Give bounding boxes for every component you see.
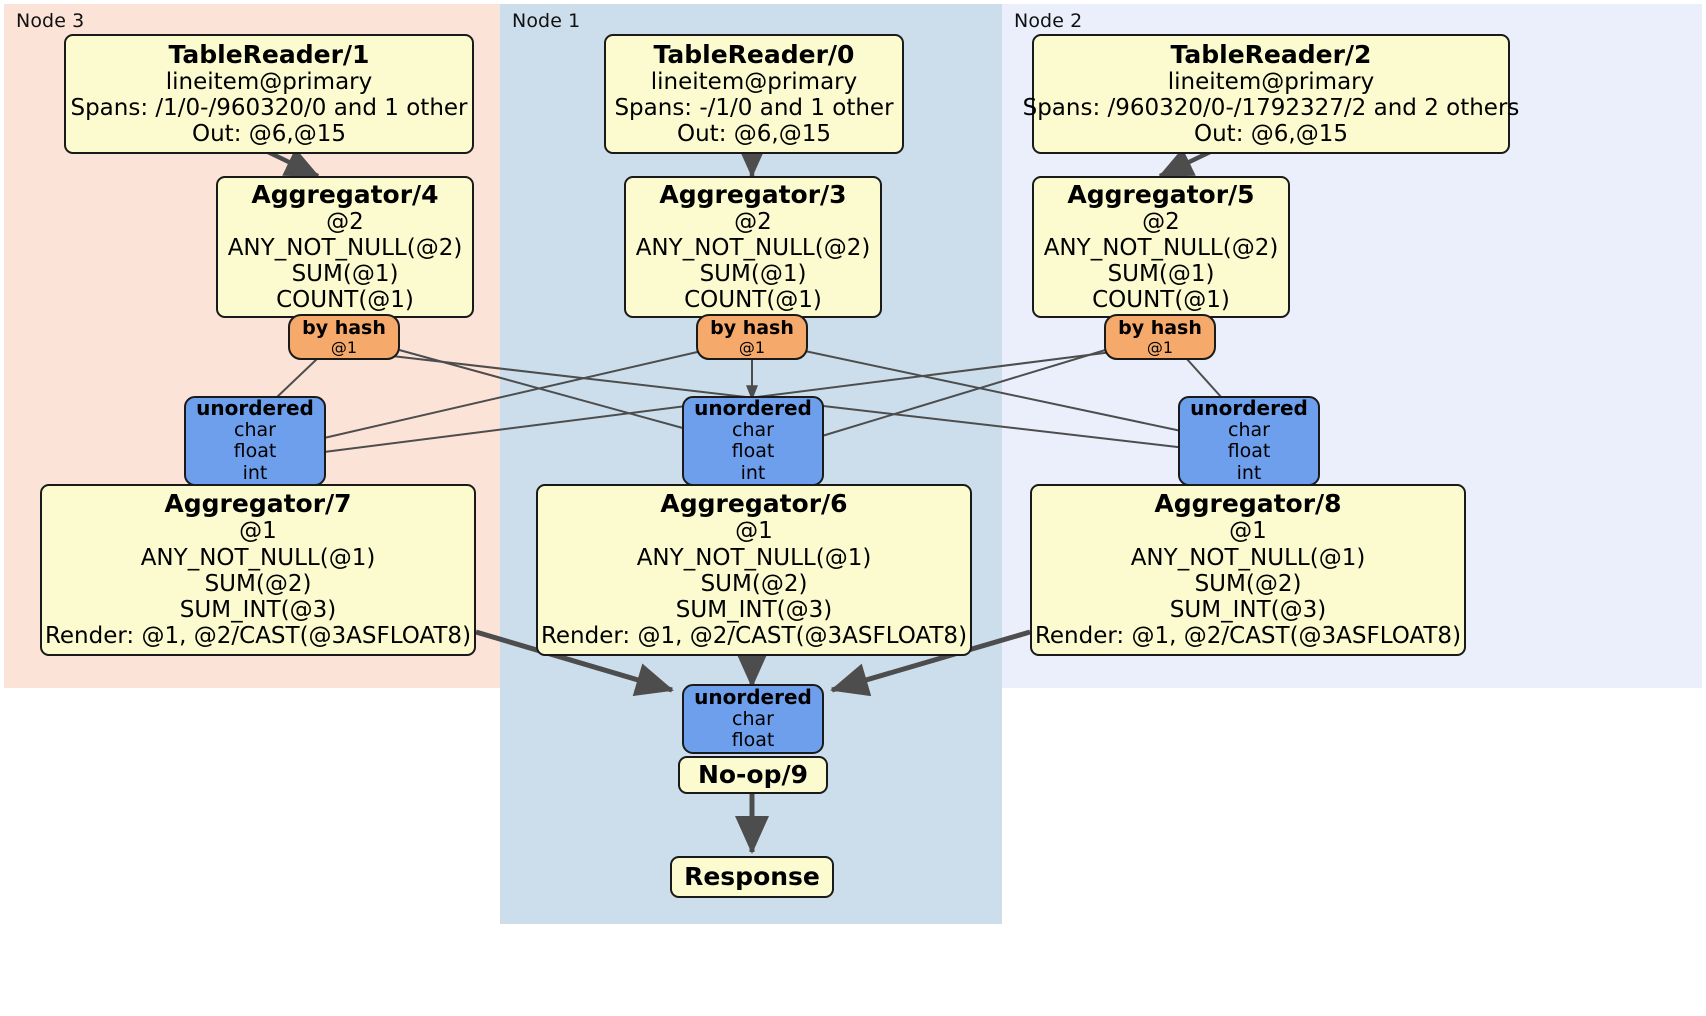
processor-detail: Render: @1, @2/CAST(@3ASFLOAT8) (44, 623, 472, 650)
processor-detail: SUM(@2) (1194, 570, 1302, 597)
processor-detail: @2 (734, 208, 772, 235)
processor-detail: @2 (1142, 208, 1180, 235)
synchronizer-title: unordered (694, 685, 812, 710)
processor-title: TableReader/1 (168, 39, 370, 69)
processor-tablereader-2[interactable]: TableReader/2 lineitem@primary Spans: /9… (1023, 34, 1519, 154)
synchronizer-detail: int (1236, 462, 1262, 485)
processor-detail: ANY_NOT_NULL(@2) (635, 234, 871, 261)
processor-detail: Spans: /960320/0-/1792327/2 and 2 others (1022, 94, 1520, 121)
processor-detail: SUM_INT(@3) (179, 597, 337, 624)
processor-title: TableReader/2 (1170, 39, 1372, 69)
processor-detail: Out: @6,@15 (192, 121, 346, 148)
processor-title: Aggregator/3 (659, 179, 847, 209)
synchronizer-detail: float (233, 440, 277, 463)
processor-detail: ANY_NOT_NULL(@2) (1043, 234, 1279, 261)
processor-detail: @2 (326, 208, 364, 235)
synchronizer-detail: int (242, 462, 268, 485)
processor-detail: COUNT(@1) (684, 287, 822, 314)
processor-title: No-op/9 (697, 760, 809, 789)
processor-noop-9[interactable]: No-op/9 (678, 756, 828, 794)
processor-title: TableReader/0 (653, 39, 855, 69)
processor-detail: lineitem@primary (650, 68, 858, 95)
synchronizer-unordered-center[interactable]: unordered char float int (682, 396, 824, 486)
processor-aggregator-5[interactable]: Aggregator/5 @2 ANY_NOT_NULL(@2) SUM(@1)… (1032, 176, 1290, 318)
processor-aggregator-7[interactable]: Aggregator/7 @1 ANY_NOT_NULL(@1) SUM(@2)… (40, 484, 476, 656)
processor-detail: lineitem@primary (165, 68, 373, 95)
synchronizer-detail: char (732, 418, 774, 441)
node-panel-label-node3: Node 3 (16, 10, 85, 32)
synchronizer-unordered-final[interactable]: unordered char float (682, 684, 824, 754)
synchronizer-title: unordered (1190, 396, 1308, 421)
processor-detail: SUM(@2) (204, 570, 312, 597)
processor-detail: lineitem@primary (1167, 68, 1375, 95)
synchronizer-detail: float (731, 440, 775, 463)
processor-aggregator-6[interactable]: Aggregator/6 @1 ANY_NOT_NULL(@1) SUM(@2)… (536, 484, 972, 656)
processor-detail: @1 (1229, 518, 1267, 545)
processor-detail: COUNT(@1) (276, 287, 414, 314)
processor-detail: ANY_NOT_NULL(@1) (1130, 544, 1366, 571)
node-panel-label-node1: Node 1 (512, 10, 581, 32)
processor-aggregator-8[interactable]: Aggregator/8 @1 ANY_NOT_NULL(@1) SUM(@2)… (1030, 484, 1466, 656)
processor-detail: SUM(@1) (1107, 261, 1215, 287)
router-detail: @1 (330, 337, 358, 357)
processor-title: Aggregator/4 (251, 179, 439, 209)
synchronizer-title: unordered (196, 396, 314, 421)
processor-detail: Spans: -/1/0 and 1 other (614, 94, 894, 121)
router-detail: @1 (1146, 337, 1174, 357)
processor-detail: @1 (735, 518, 773, 545)
processor-detail: ANY_NOT_NULL(@2) (227, 234, 463, 261)
processor-detail: SUM_INT(@3) (1169, 597, 1327, 624)
processor-response[interactable]: Response (670, 856, 834, 898)
processor-title: Aggregator/7 (164, 489, 352, 519)
processor-title: Response (684, 862, 820, 891)
processor-tablereader-1[interactable]: TableReader/1 lineitem@primary Spans: /1… (64, 34, 474, 154)
processor-detail: Out: @6,@15 (677, 121, 831, 148)
router-title: by hash (710, 316, 794, 339)
processor-detail: Out: @6,@15 (1194, 121, 1348, 148)
synchronizer-unordered-left[interactable]: unordered char float int (184, 396, 326, 486)
processor-detail: SUM(@1) (291, 261, 399, 287)
processor-detail: @1 (239, 518, 277, 545)
processor-detail: Spans: /1/0-/960320/0 and 1 other (70, 94, 468, 121)
synchronizer-detail: char (1228, 418, 1270, 441)
router-by-hash-left[interactable]: by hash @1 (288, 314, 400, 360)
processor-detail: SUM(@1) (699, 261, 807, 287)
router-detail: @1 (738, 337, 766, 357)
synchronizer-unordered-right[interactable]: unordered char float int (1178, 396, 1320, 486)
processor-detail: SUM(@2) (700, 570, 808, 597)
router-title: by hash (302, 316, 386, 339)
processor-aggregator-4[interactable]: Aggregator/4 @2 ANY_NOT_NULL(@2) SUM(@1)… (216, 176, 474, 318)
synchronizer-detail: char (732, 707, 774, 730)
processor-title: Aggregator/6 (660, 489, 848, 519)
processor-detail: ANY_NOT_NULL(@1) (636, 544, 872, 571)
processor-aggregator-3[interactable]: Aggregator/3 @2 ANY_NOT_NULL(@2) SUM(@1)… (624, 176, 882, 318)
synchronizer-title: unordered (694, 396, 812, 421)
router-by-hash-center[interactable]: by hash @1 (696, 314, 808, 360)
router-by-hash-right[interactable]: by hash @1 (1104, 314, 1216, 360)
synchronizer-detail: float (1227, 440, 1271, 463)
processor-detail: Render: @1, @2/CAST(@3ASFLOAT8) (1034, 623, 1462, 650)
processor-title: Aggregator/5 (1067, 179, 1255, 209)
processor-tablereader-0[interactable]: TableReader/0 lineitem@primary Spans: -/… (604, 34, 904, 154)
synchronizer-detail: int (740, 462, 766, 485)
synchronizer-detail: char (234, 418, 276, 441)
processor-detail: ANY_NOT_NULL(@1) (140, 544, 376, 571)
router-title: by hash (1118, 316, 1202, 339)
processor-title: Aggregator/8 (1154, 489, 1342, 519)
processor-detail: COUNT(@1) (1092, 287, 1230, 314)
processor-detail: Render: @1, @2/CAST(@3ASFLOAT8) (540, 623, 968, 650)
processor-detail: SUM_INT(@3) (675, 597, 833, 624)
synchronizer-detail: float (731, 729, 775, 752)
node-panel-label-node2: Node 2 (1014, 10, 1083, 32)
